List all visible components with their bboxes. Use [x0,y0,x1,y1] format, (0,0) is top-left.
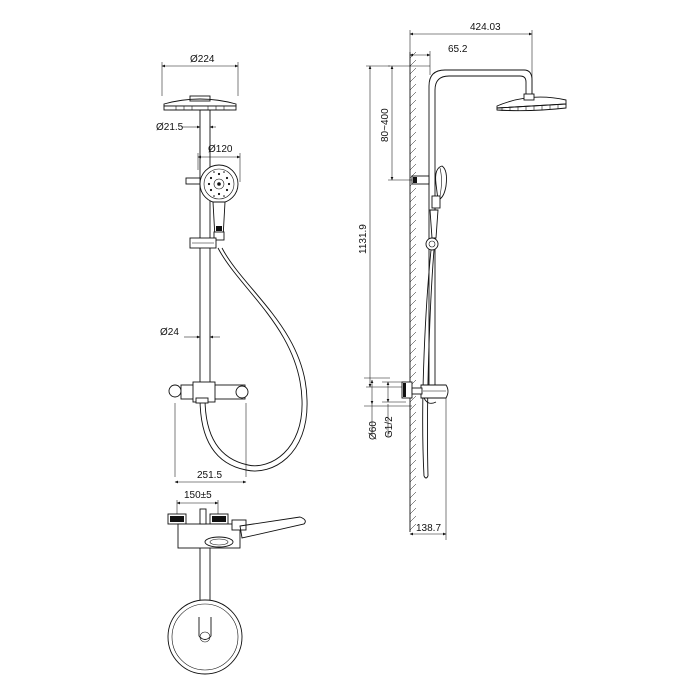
wall-bracket-side [411,175,430,185]
wall-offset-dimension: 65.2 [409,44,468,75]
mixer-front [168,381,249,477]
arm-diameter-dimension: Ø21.5 [156,122,216,133]
mixer-side [401,381,449,404]
thread-label: G1/2 [384,416,395,438]
total-height-label: 1131.9 [358,224,369,254]
total-projection-dimension: 424.03 [409,22,533,96]
wall-section [409,51,417,532]
head-diameter-dimension: Ø224 [161,54,239,96]
base-projection-dimension: 138.7 [409,398,447,540]
inlet-spacing-label: 150±5 [184,490,212,501]
rain-shower-head-side [496,93,567,112]
wall-escutcheon-top [167,599,243,675]
base-projection-label: 138.7 [416,523,441,534]
top-view: 150±5 [167,490,306,675]
wall-offset-label: 65.2 [448,44,468,55]
head-diameter-label: Ø224 [190,54,215,65]
total-projection-label: 424.03 [470,22,501,33]
adjust-range-label: 80~400 [380,108,391,142]
mixer-top-view [167,508,306,616]
rain-shower-head-front [163,95,237,111]
mixer-width-dimension: 251.5 [174,470,247,484]
hand-shower-side [429,165,447,239]
hand-shower-diameter-label: Ø120 [208,144,233,155]
side-view: 424.03 65.2 [358,22,567,540]
adjust-range-dimension: 80~400 [380,65,430,181]
shower-hose [199,247,308,472]
escutcheon-thread-dimensions: Ø60 G1/2 [364,377,412,440]
inlet-spacing-dimension: 150±5 [176,490,219,514]
hose-side [422,249,435,479]
arm-diameter-label: Ø21.5 [156,122,184,133]
rail-diameter-label: Ø24 [160,327,179,338]
rail-diameter-dimension: Ø24 [160,327,220,339]
escutcheon-diameter-label: Ø60 [368,421,379,440]
mixer-width-label: 251.5 [197,470,222,481]
slide-bracket-side [425,237,439,251]
hand-shower-front [185,164,239,241]
riser-and-arm-side [428,69,533,388]
front-view: Ø224 Ø21.5 [156,54,308,484]
slide-bracket-front [189,237,217,249]
hand-shower-diameter-dimension: Ø120 [197,144,241,182]
